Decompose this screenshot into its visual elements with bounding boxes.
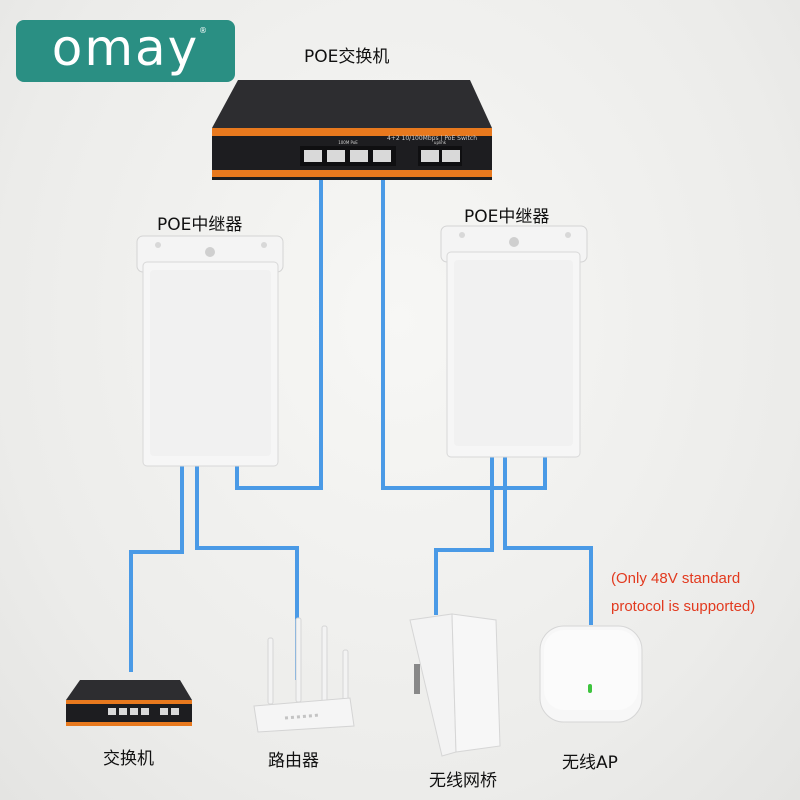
- small-switch-device: [66, 680, 192, 726]
- left-repeater-label: POE中继器: [157, 215, 243, 235]
- router-label: 路由器: [268, 751, 319, 771]
- logo-text: omay: [51, 19, 200, 77]
- protocol-note-line2: protocol is supported): [611, 598, 756, 615]
- poe-switch-label: POE交换机: [304, 47, 390, 67]
- cable-switch-to-right-repeater: [381, 175, 547, 490]
- cable-left-repeater-to-router: [195, 465, 299, 680]
- router-device: [253, 617, 355, 733]
- switch-faceplate-poe: 100M PoE: [338, 140, 358, 145]
- right-repeater-label: POE中继器: [464, 207, 550, 227]
- switch-faceplate-uplink: uplink: [434, 140, 447, 145]
- right-repeater-device: [440, 225, 588, 458]
- left-repeater-device: [136, 235, 284, 467]
- protocol-note-line1: (Only 48V standard: [611, 570, 741, 587]
- switch-label: 交换机: [103, 749, 154, 769]
- cables: [129, 175, 593, 680]
- wireless-ap-label: 无线AP: [562, 753, 618, 773]
- omay-logo: omay ®: [16, 20, 235, 82]
- cable-right-repeater-to-bridge: [434, 455, 494, 615]
- registered-mark: ®: [199, 26, 207, 35]
- cable-left-repeater-to-switch: [129, 465, 184, 672]
- wireless-ap-device: [539, 625, 643, 723]
- switch-faceplate-title: 4+2 10/100Mbps | PoE Switch: [387, 135, 477, 142]
- cable-right-repeater-to-ap: [503, 455, 593, 625]
- wireless-bridge-device: [409, 613, 501, 757]
- wireless-bridge-label: 无线网桥: [429, 771, 497, 791]
- protocol-note: (Only 48V standard protocol is supported…: [611, 565, 755, 621]
- poe-switch-device: 4+2 10/100Mbps | PoE Switch 100M PoE upl…: [212, 80, 492, 180]
- cable-switch-to-left-repeater: [235, 175, 323, 490]
